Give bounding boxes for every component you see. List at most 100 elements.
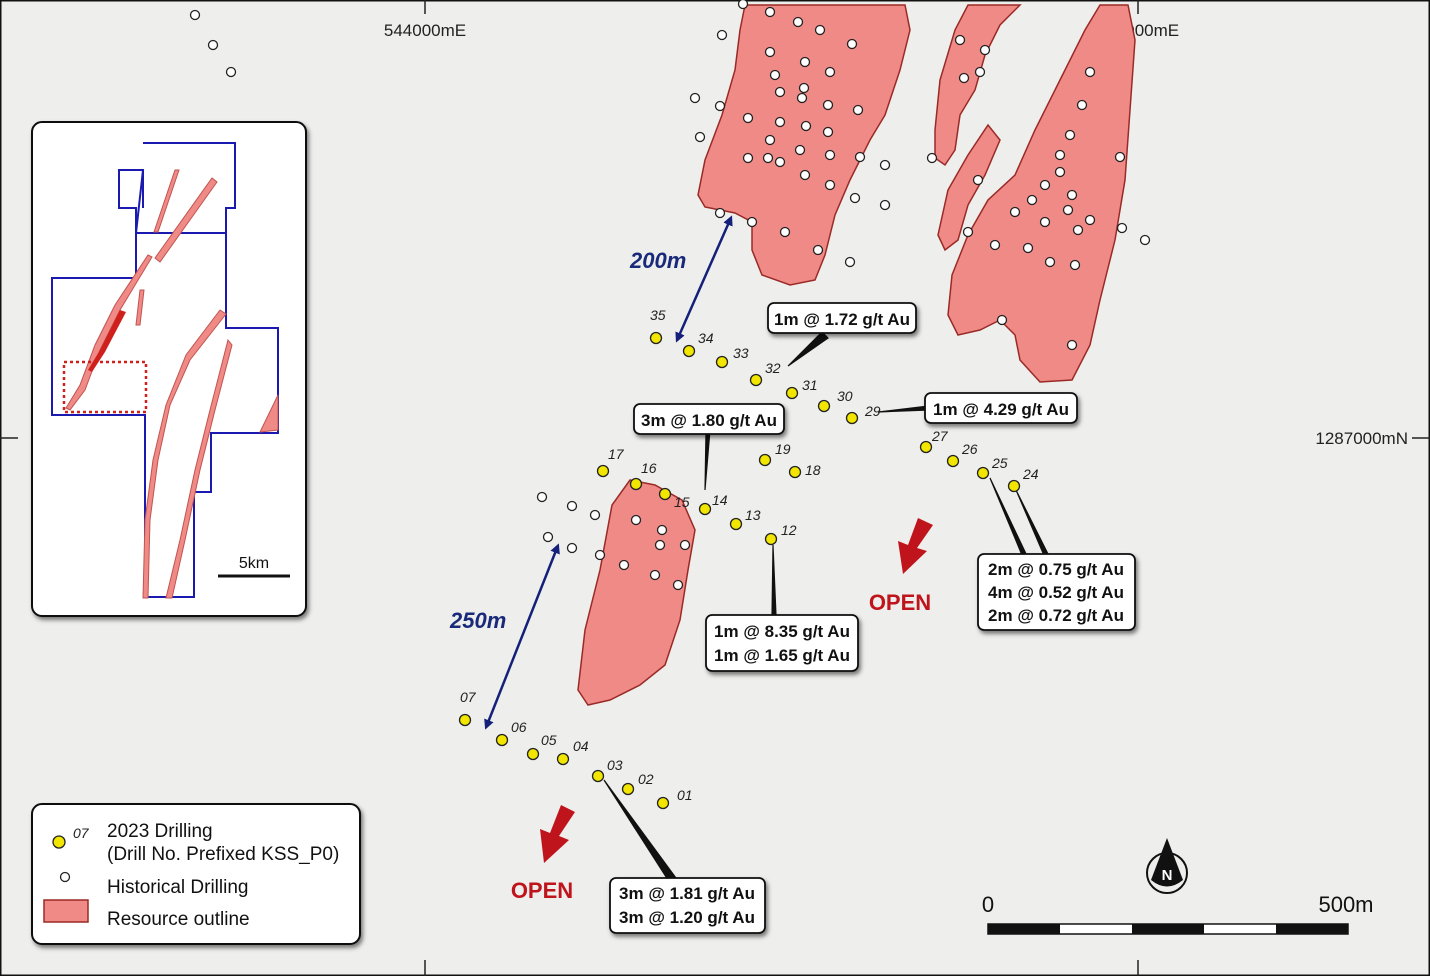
legend-2023-drilling-note: (Drill No. Prefixed KSS_P0) [107,844,339,865]
callout-29: 1m @ 4.29 g/t Au [924,392,1078,424]
distance-arrows [484,215,733,730]
historical-drill-hole [774,116,786,128]
historical-drill-hole [1022,242,1034,254]
historical-drill-hole [844,256,856,268]
historical-drill-hole [764,6,776,18]
drill-hole-2023-02 [621,782,635,796]
drill-hole-2023-label-33: 33 [733,345,749,361]
drill-hole-2023-07 [458,713,472,727]
drill-hole-2023-label-18: 18 [805,462,821,478]
historical-drill-hole [1062,204,1074,216]
distance-label-upper: 200m [629,248,686,273]
historical-drill-hole [694,131,706,143]
historical-drill-hole [225,66,237,78]
legend-2023-drill-symbol [52,835,66,849]
historical-drill-hole [799,169,811,181]
historical-drill-hole [879,159,891,171]
historical-drill-hole [812,244,824,256]
callout-03-line-2: 3m @ 1.20 g/t Au [619,908,755,927]
historical-drill-hole [962,226,974,238]
easting-label-left: 544000mE [384,21,466,40]
drill-hole-2023-label-02: 02 [638,771,654,787]
open-arrow-south-icon [540,805,575,863]
northing-label: 1287000mN [1315,429,1408,448]
historical-drill-hole [799,56,811,68]
historical-drill-hole [207,39,219,51]
historical-drill-hole [1114,151,1126,163]
drill-hole-2023-label-14: 14 [712,492,728,508]
historical-drill-hole [742,112,754,124]
historical-drill-hole [714,207,726,219]
historical-drill-hole [824,149,836,161]
historical-drill-hole [737,0,749,10]
drill-hole-2023-33 [715,355,729,369]
scale-bar-start: 0 [982,892,994,917]
historical-drill-hole [1064,129,1076,141]
inset-tenement-outline [51,142,279,598]
historical-drill-hole [774,156,786,168]
historical-drill-hole [1066,339,1078,351]
drill-hole-2023-31 [785,386,799,400]
open-arrow-east-icon [898,518,933,574]
historical-drill-hole [996,314,1008,326]
historical-drill-hole [1084,214,1096,226]
drill-hole-2023-label-03: 03 [607,757,623,773]
historical-drill-hole [762,152,774,164]
historical-drill-hole [824,66,836,78]
drill-hole-2023-01 [656,796,670,810]
historical-drill-hole [974,66,986,78]
drill-hole-2023-label-16: 16 [641,460,657,476]
resource-outline-north-east [947,4,1136,383]
historical-drill-hole [764,134,776,146]
drill-hole-2023-label-34: 34 [698,330,714,346]
drill-hole-2023-35 [649,331,663,345]
historical-drill-hole [794,144,806,156]
historical-drill-hole [566,500,578,512]
drill-hole-2023-03 [591,769,605,783]
historical-drill-hole [746,216,758,228]
historical-drill-hole [656,524,668,536]
drill-hole-2023-label-27: 27 [931,428,949,444]
historical-drill-hole [189,9,201,21]
distance-arrow-lower [484,543,560,730]
historical-drill-hole [689,92,701,104]
legend-resource-outline: Resource outline [107,909,250,930]
callout-24-line-3: 2m @ 0.72 g/t Au [988,606,1124,625]
historical-drill-hole [954,34,966,46]
historical-drill-hole [989,239,1001,251]
drill-hole-2023-label-04: 04 [573,738,589,754]
historical-drill-hole [774,86,786,98]
legend-2023-drilling: 2023 Drilling [107,821,213,842]
historical-drill-hole [822,126,834,138]
callout-14: 3m @ 1.80 g/t Au [633,403,785,435]
historical-drill-hole [1076,99,1088,111]
historical-drill-hole [1139,234,1151,246]
inset-scale-label: 5km [239,555,269,572]
scale-bar-end: 500m [1318,892,1373,917]
historical-drill-hole [814,24,826,36]
drill-holes-2023: 0102030405060712131415161718192425262729… [458,307,1039,810]
historical-drill-hole [714,100,726,112]
historical-drill-hole [542,531,554,543]
callout-12-line-2: 1m @ 1.65 g/t Au [714,646,850,665]
resource-outline-north-central-b [937,123,1001,252]
drill-hole-2023-label-15: 15 [674,494,690,510]
historical-drill-hole [824,179,836,191]
inset-map: 5km [31,121,307,617]
callout-24-25: 2m @ 0.75 g/t Au 4m @ 0.52 g/t Au 2m @ 0… [977,553,1136,631]
historical-drill-hole [1009,206,1021,218]
historical-drill-hole [854,151,866,163]
historical-drill-hole [1039,179,1051,191]
historical-drill-hole [654,539,666,551]
callout-32-line-1: 1m @ 1.72 g/t Au [774,310,910,329]
callout-32: 1m @ 1.72 g/t Au [767,302,917,334]
historical-drill-hole [594,549,606,561]
distance-arrow-upper [675,215,733,343]
legend-sample-number: 07 [73,825,90,841]
resource-outline-north-central-a [934,4,1022,167]
drill-hole-2023-26 [946,454,960,468]
legend-resource-swatch [43,899,89,923]
historical-drill-hole [1116,222,1128,234]
resource-outline-north-west [697,4,911,286]
